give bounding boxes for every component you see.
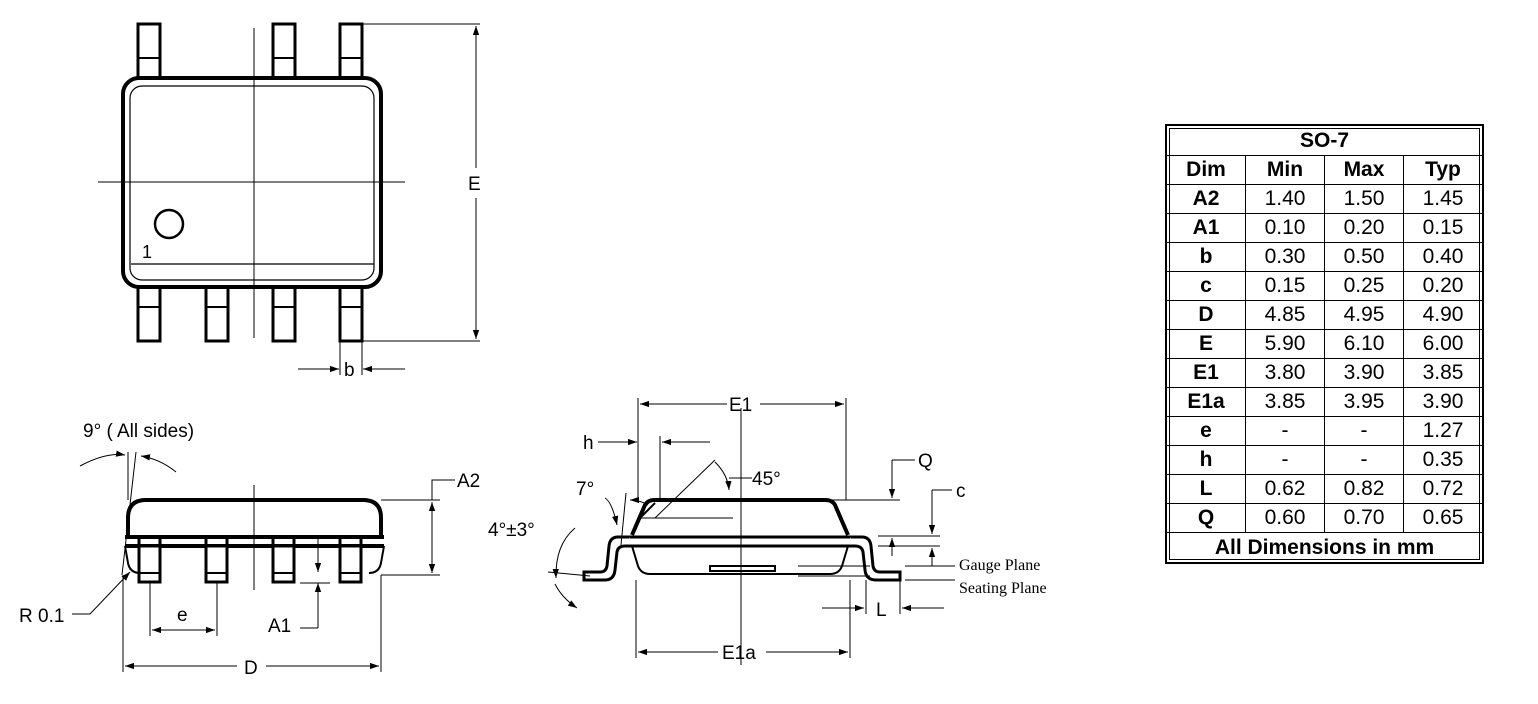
left-lead	[582, 535, 632, 582]
header-dim: Dim	[1165, 155, 1246, 185]
table-cell-value: 4.95	[1324, 300, 1404, 330]
table-cell-value: 0.30	[1245, 242, 1325, 272]
table-row: e--1.27	[1165, 416, 1484, 446]
table-row: h--0.35	[1165, 445, 1484, 475]
table-title: SO-7	[1165, 124, 1484, 156]
table-cell-value: 0.15	[1403, 213, 1484, 243]
header-max: Max	[1324, 155, 1404, 185]
top-pins	[136, 22, 364, 80]
dim-label-D: D	[244, 658, 258, 679]
table-cell-value: 3.90	[1403, 387, 1484, 417]
dim-label-E1: E1	[729, 395, 752, 416]
table-cell-value: 1.45	[1403, 184, 1484, 214]
header-typ: Typ	[1403, 155, 1484, 185]
table-cell-dim: E1	[1165, 358, 1246, 388]
table-cell-value: 6.10	[1324, 329, 1404, 359]
dim-label-A2: A2	[457, 471, 480, 492]
dim-label-A1: A1	[268, 616, 291, 637]
table-cell-value: 0.65	[1403, 503, 1484, 533]
dim-label-Q: Q	[918, 451, 933, 472]
angle-label-4: 4°±3°	[488, 520, 535, 541]
table-cell-value: 3.85	[1403, 358, 1484, 388]
table-cell-value: 6.00	[1403, 329, 1484, 359]
end-view	[547, 398, 955, 665]
table-cell-value: 1.40	[1245, 184, 1325, 214]
table-cell-value: 0.72	[1403, 474, 1484, 504]
table-cell-value: 1.27	[1403, 416, 1484, 446]
table-cell-dim: h	[1165, 445, 1246, 475]
table-cell-dim: D	[1165, 300, 1246, 330]
table-header-row: Dim Min Max Typ	[1165, 155, 1484, 185]
table-cell-value: 0.40	[1403, 242, 1484, 272]
table-cell-dim: E1a	[1165, 387, 1246, 417]
table-cell-value: 0.15	[1245, 271, 1325, 301]
table-footer: All Dimensions in mm	[1165, 532, 1484, 564]
table-cell-dim: L	[1165, 474, 1246, 504]
table-cell-value: 0.35	[1403, 445, 1484, 475]
table-cell-dim: A1	[1165, 213, 1246, 243]
dim-label-e: e	[177, 605, 188, 626]
header-min: Min	[1245, 155, 1325, 185]
table-cell-dim: Q	[1165, 503, 1246, 533]
table-cell-value: 0.10	[1245, 213, 1325, 243]
table-cell-value: 0.50	[1324, 242, 1404, 272]
dim-label-E: E	[468, 174, 481, 195]
table-cell-value: 0.20	[1403, 271, 1484, 301]
top-view	[98, 22, 480, 375]
angle-label-45: 45°	[752, 469, 781, 490]
dim-label-E1a: E1a	[722, 643, 756, 664]
table-cell-dim: E	[1165, 329, 1246, 359]
bottom-pins	[136, 285, 364, 343]
table-cell-value: 0.62	[1245, 474, 1325, 504]
table-cell-value: 3.85	[1245, 387, 1325, 417]
dim-label-h: h	[583, 433, 594, 454]
table-cell-dim: A2	[1165, 184, 1246, 214]
dim-label-L: L	[876, 600, 887, 621]
table-cell-value: 0.20	[1324, 213, 1404, 243]
table-cell-value: 4.90	[1403, 300, 1484, 330]
table-cell-value: 3.90	[1324, 358, 1404, 388]
right-lead	[848, 535, 902, 582]
table-cell-value: -	[1324, 445, 1404, 475]
table-cell-value: -	[1245, 416, 1325, 446]
table-cell-dim: e	[1165, 416, 1246, 446]
dim-label-c: c	[956, 481, 966, 502]
table-cell-value: 0.82	[1324, 474, 1404, 504]
table-cell-value: 1.50	[1324, 184, 1404, 214]
table-cell-value: 0.25	[1324, 271, 1404, 301]
pin1-label: 1	[142, 242, 152, 262]
gauge-plane-label: Gauge Plane	[959, 557, 1040, 574]
table-cell-value: -	[1245, 445, 1325, 475]
table-cell-value: 3.95	[1324, 387, 1404, 417]
dim-label-b: b	[344, 360, 355, 381]
angle-label-7: 7°	[576, 479, 594, 500]
side-angle-label: 9° ( All sides)	[83, 421, 194, 442]
dim-label-R: R 0.1	[19, 606, 64, 627]
table-cell-dim: c	[1165, 271, 1246, 301]
table-cell-value: -	[1324, 416, 1404, 446]
table-cell-value: 0.60	[1245, 503, 1325, 533]
seating-plane-label: Seating Plane	[959, 580, 1047, 597]
table-cell-value: 4.85	[1245, 300, 1325, 330]
table-cell-dim: b	[1165, 242, 1246, 272]
table-cell-value: 3.80	[1245, 358, 1325, 388]
table-cell-value: 5.90	[1245, 329, 1325, 359]
pin1-dot	[153, 208, 185, 240]
front-view	[72, 450, 455, 672]
end-body	[630, 498, 850, 536]
table-cell-value: 0.70	[1324, 503, 1404, 533]
